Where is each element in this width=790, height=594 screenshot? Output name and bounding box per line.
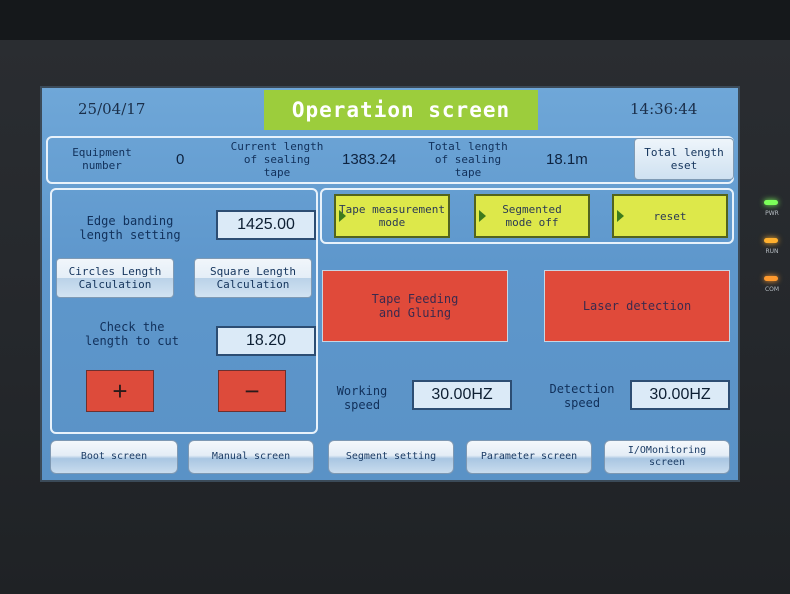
segmented-mode-button[interactable]: Segmented mode off [474, 194, 590, 238]
boot-screen-button[interactable]: Boot screen [50, 440, 178, 474]
info-panel: Equipment number 0 Current length of sea… [46, 136, 734, 184]
edge-banding-input[interactable]: 1425.00 [216, 210, 316, 240]
pwr-led-light [764, 200, 778, 205]
equipment-number-label: Equipment number [72, 146, 132, 172]
status-leds: PWR RUN COM [760, 200, 784, 314]
check-length-label: Check the length to cut [85, 320, 179, 348]
working-speed-label: Working speed [336, 384, 388, 412]
total-length-label: Total length of sealing tape [428, 140, 508, 179]
laser-detection-indicator: Laser detection [544, 270, 730, 342]
pwr-led: PWR [760, 200, 784, 238]
run-led-label: RUN [765, 248, 779, 255]
current-length-label: Current length of sealing tape [230, 140, 324, 179]
date-display: 25/04/17 [78, 100, 146, 118]
run-led: RUN [760, 238, 784, 276]
play-triangle-icon [479, 210, 486, 222]
play-triangle-icon [339, 210, 346, 222]
reset-button[interactable]: reset [612, 194, 728, 238]
decrease-button[interactable]: − [218, 370, 286, 412]
pwr-led-label: PWR [765, 210, 779, 217]
circles-length-button[interactable]: Circles Length Calculation [56, 258, 174, 298]
parameter-screen-button[interactable]: Parameter screen [466, 440, 592, 474]
page-title: Operation screen [264, 90, 538, 130]
equipment-number-value: 0 [176, 151, 185, 168]
tape-measurement-mode-button[interactable]: Tape measurement mode [334, 194, 450, 238]
mode-panel: Tape measurement mode Segmented mode off… [320, 188, 734, 244]
com-led-label: COM [764, 286, 780, 293]
tape-measurement-mode-label: Tape measurement mode [339, 203, 445, 229]
length-settings-panel: Edge banding length setting 1425.00 Circ… [50, 188, 318, 434]
edge-banding-label: Edge banding length setting [79, 214, 181, 242]
total-length-reset-button[interactable]: Total length eset [634, 138, 734, 180]
manual-screen-button[interactable]: Manual screen [188, 440, 314, 474]
io-monitoring-screen-button[interactable]: I/OMonitoring screen [604, 440, 730, 474]
play-triangle-icon [617, 210, 624, 222]
segment-setting-button[interactable]: Segment setting [328, 440, 454, 474]
current-length-value: 1383.24 [342, 151, 397, 168]
detection-speed-label: Detection speed [549, 382, 615, 410]
increase-button[interactable]: + [86, 370, 154, 412]
run-led-light [764, 238, 778, 243]
hmi-screen: 25/04/17 Operation screen 14:36:44 Equip… [40, 86, 740, 482]
time-display: 14:36:44 [630, 100, 698, 118]
bezel-top [0, 0, 790, 40]
reset-label: reset [653, 209, 687, 223]
detection-speed-field[interactable]: 30.00HZ [630, 380, 730, 410]
total-length-value: 18.1m [546, 151, 588, 168]
com-led-light [764, 276, 778, 281]
com-led: COM [760, 276, 784, 314]
working-speed-field[interactable]: 30.00HZ [412, 380, 512, 410]
segmented-mode-label: Segmented mode off [502, 203, 562, 229]
tape-feeding-indicator: Tape Feeding and Gluing [322, 270, 508, 342]
square-length-button[interactable]: Square Length Calculation [194, 258, 312, 298]
check-length-input[interactable]: 18.20 [216, 326, 316, 356]
